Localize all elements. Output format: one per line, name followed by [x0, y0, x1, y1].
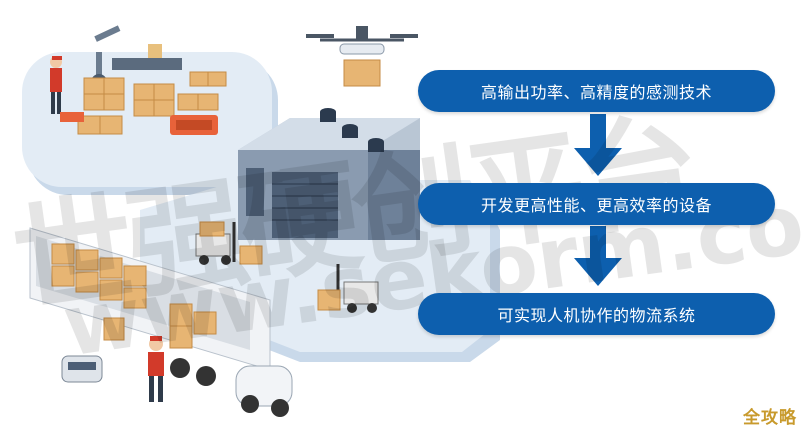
- factory-platform: [22, 25, 278, 195]
- forklift-2: [317, 264, 379, 313]
- forklift-1: [195, 221, 263, 265]
- warehouse-building: [238, 108, 420, 240]
- flow-arrow-1: [574, 114, 622, 176]
- factory-worker: [50, 56, 62, 114]
- flow-step-1: 高输出功率、高精度的感测技术: [418, 70, 775, 112]
- agv-cart: [61, 317, 125, 383]
- factory-boxes: [77, 71, 227, 135]
- bottom-worker: [148, 336, 164, 402]
- flow-step-3: 可实现人机协作的物流系统: [418, 293, 775, 335]
- truck-trailer: [29, 227, 293, 417]
- flow-arrow-2: [574, 226, 622, 286]
- flow-step-2: 开发更高性能、更高效率的设备: [418, 183, 775, 225]
- corner-badge: 全攻略: [743, 408, 797, 428]
- delivery-drone: [306, 26, 418, 87]
